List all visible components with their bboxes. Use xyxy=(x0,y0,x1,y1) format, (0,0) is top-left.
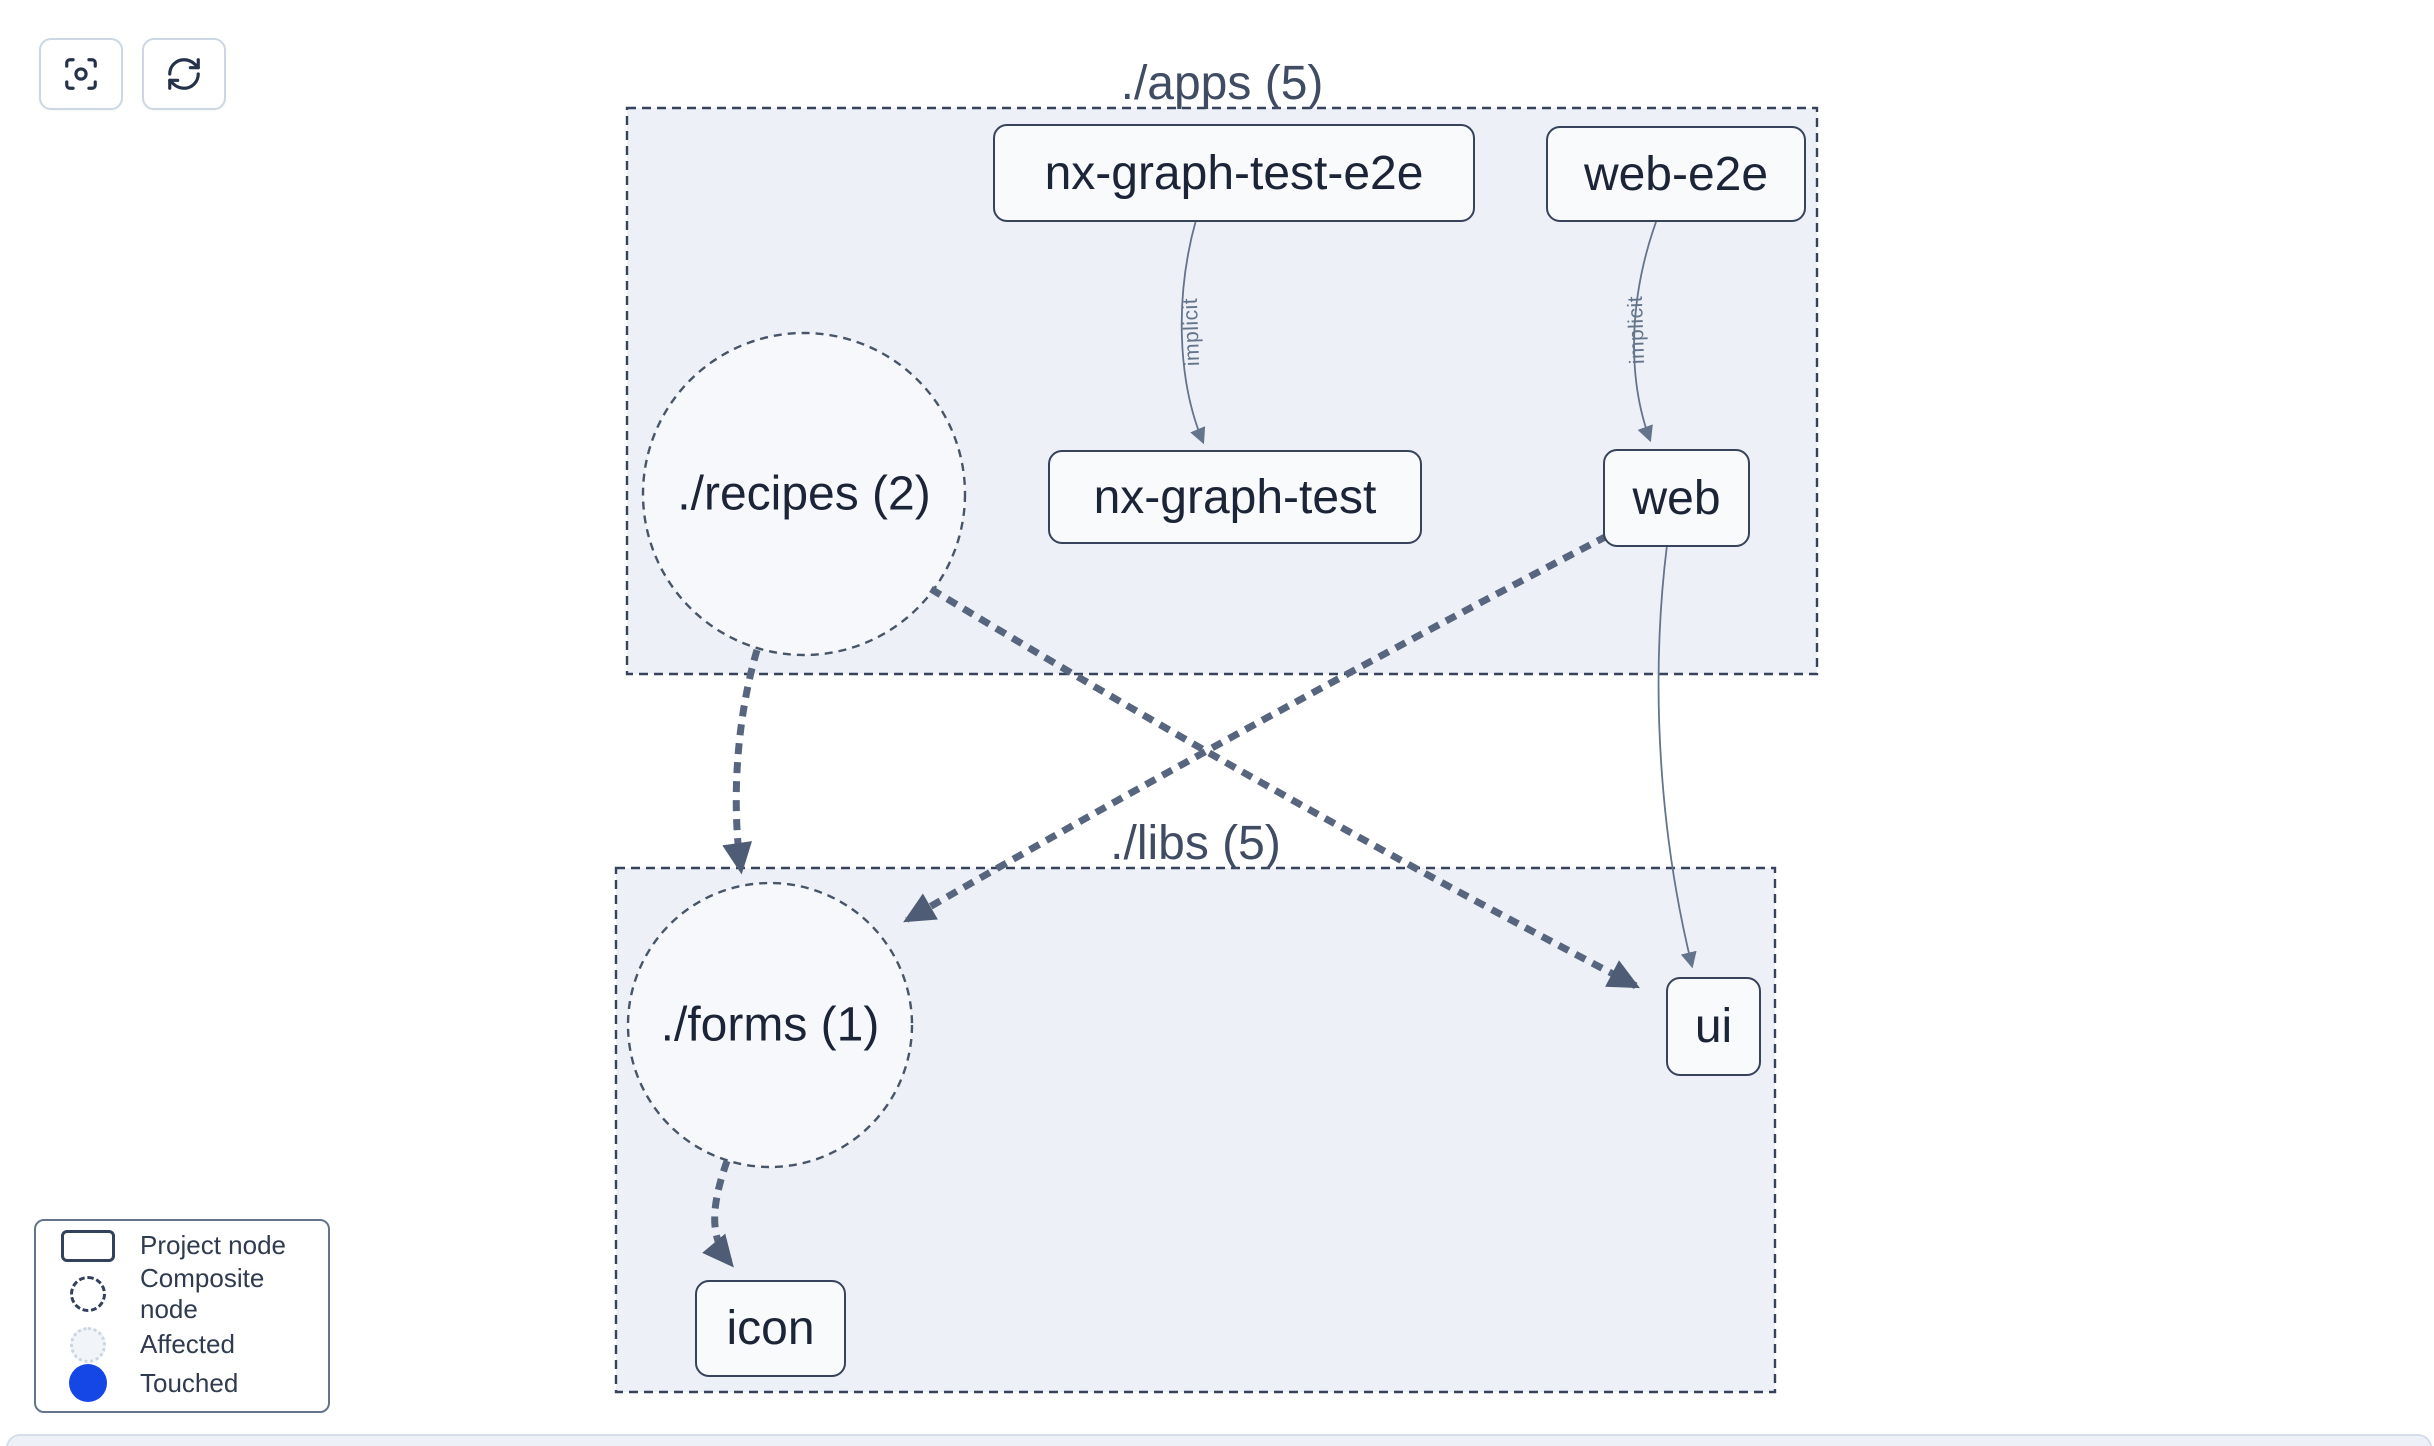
affected-swatch xyxy=(70,1326,106,1363)
project-node-ui[interactable]: ui xyxy=(1666,977,1761,1076)
legend-row-project: Project node xyxy=(36,1229,328,1262)
edge-forms-to-icon[interactable] xyxy=(702,1159,734,1268)
legend-row-affected: Affected xyxy=(36,1326,328,1363)
refresh-icon xyxy=(168,58,200,90)
edge-nx-graph-test-e2e-to-nx-graph-test[interactable] xyxy=(1180,219,1206,445)
edge-label-implicit-1: implicit xyxy=(1178,297,1205,367)
legend-panel: Project node Composite node Affected Tou… xyxy=(34,1219,330,1413)
edge-web-to-ui[interactable] xyxy=(1657,544,1697,969)
refresh-graph-button[interactable] xyxy=(142,38,226,110)
focus-icon xyxy=(65,58,97,90)
project-node-nx-graph-test[interactable]: nx-graph-test xyxy=(1048,450,1422,544)
group-title-libs: ./libs (5) xyxy=(1110,817,1281,870)
center-graph-button[interactable] xyxy=(39,38,123,110)
composite-node-swatch xyxy=(70,1276,106,1313)
edge-label-implicit-2: implicit xyxy=(1623,295,1650,365)
legend-row-touched: Touched xyxy=(36,1364,328,1403)
project-node-nx-graph-test-e2e[interactable]: nx-graph-test-e2e xyxy=(993,124,1475,222)
touched-swatch xyxy=(69,1364,107,1403)
legend-label: Affected xyxy=(140,1329,235,1360)
legend-row-composite: Composite node xyxy=(36,1263,328,1325)
legend-label: Project node xyxy=(140,1230,286,1261)
legend-label: Composite node xyxy=(140,1263,265,1325)
legend-label: Touched xyxy=(140,1367,239,1398)
edge-web-to-forms[interactable] xyxy=(903,532,1609,924)
bottom-panel-strip[interactable] xyxy=(6,1434,2432,1446)
project-node-web-e2e[interactable]: web-e2e xyxy=(1546,126,1806,222)
edge-recipes-to-ui[interactable] xyxy=(929,586,1640,990)
composite-node-recipes-label[interactable]: ./recipes (2) xyxy=(677,467,931,521)
edge-web-e2e-to-web[interactable] xyxy=(1633,221,1657,443)
toolbar xyxy=(39,38,226,110)
edge-recipes-to-forms[interactable] xyxy=(722,649,761,875)
project-node-swatch xyxy=(61,1229,115,1262)
composite-node-recipes-circle[interactable] xyxy=(641,331,967,657)
group-title-apps: ./apps (5) xyxy=(1120,57,1324,110)
composite-node-forms-circle[interactable] xyxy=(626,881,914,1169)
composite-node-forms-label[interactable]: ./forms (1) xyxy=(660,998,880,1052)
project-node-web[interactable]: web xyxy=(1603,449,1750,547)
project-node-icon[interactable]: icon xyxy=(695,1280,846,1377)
